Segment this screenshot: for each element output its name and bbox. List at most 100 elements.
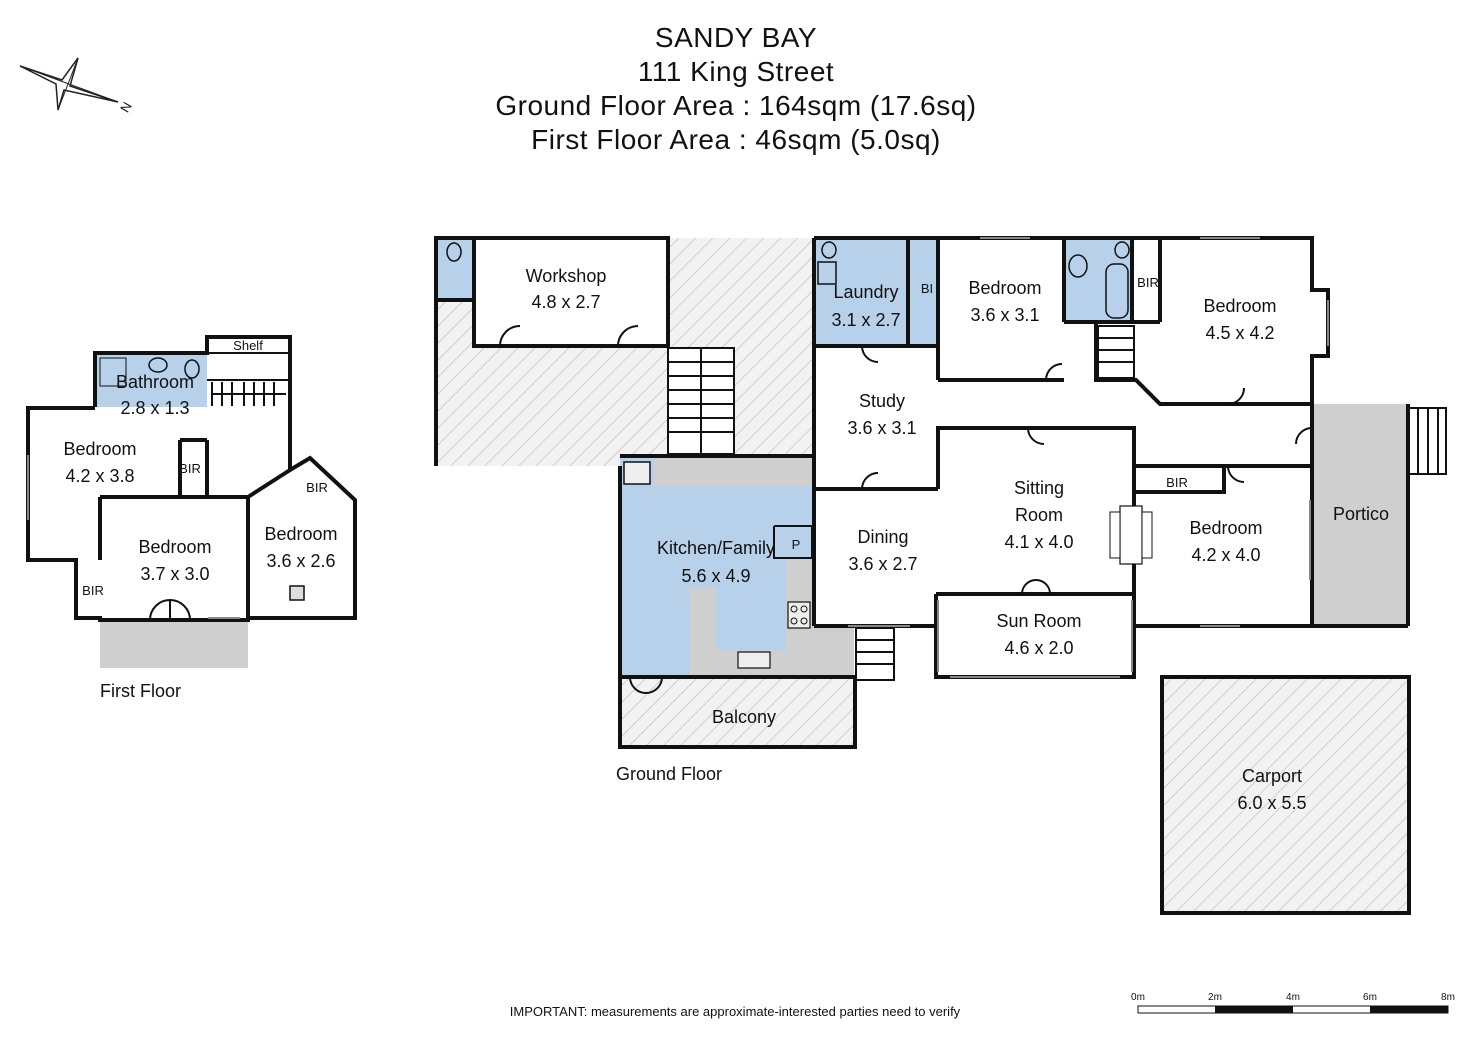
scale-tick-label: 8m [1441,992,1455,1003]
gf-bir-label: BIR [1166,475,1188,490]
disclaimer-text: measurements are approximate-interested … [587,1004,961,1019]
gf-deck-stair-side [734,348,814,456]
ff-shelf-label: Shelf [233,338,263,353]
gf-carport-area [1162,677,1409,913]
ff-bir-label: BIR [306,480,328,495]
gf-bedroom-door [1227,387,1245,405]
gf-bedroom-door [1045,363,1063,381]
gf-deck-under-workshop [474,346,668,466]
gf-bi-label: BI [921,281,933,296]
gf-landing [814,626,854,677]
gf-sitting-door [1027,427,1045,445]
ground-floor-plan: Workshop 4.8 x 2.7 Laundry 3.1 x 2.7 BI … [434,236,1447,915]
gf-dining-table-icon [1109,505,1153,565]
gf-wc-area [436,238,474,300]
gf-laundry-toilet-icon [821,241,837,259]
gf-bedroom-1-name: Bedroom [968,278,1041,298]
gf-front-door [1295,427,1313,445]
ff-french-doors [149,598,191,621]
gf-kitchen-size: 5.6 x 4.9 [681,566,750,586]
gf-bedroom-3-size: 4.2 x 4.0 [1191,545,1260,565]
gf-portico-label: Portico [1333,504,1389,524]
gf-sunroom-size: 4.6 x 2.0 [1004,638,1073,658]
gf-balcony-label: Balcony [712,707,776,727]
gf-fridge-icon [623,461,651,485]
gf-dining-name: Dining [857,527,908,547]
gf-bir-label: BIR [1137,275,1159,290]
ff-hatch-square [289,585,305,601]
gf-sunroom-doors [1021,579,1051,595]
ff-balcony-area [100,620,248,668]
ff-stairs [211,382,286,406]
gf-bedroom-door [1227,465,1245,483]
gf-sitting-size: 4.1 x 4.0 [1004,532,1073,552]
gf-pantry-label: P [792,537,801,552]
compass-icon: N [19,57,135,115]
ff-bathroom-size: 2.8 x 1.3 [120,398,189,418]
ff-bedroom-east-size: 3.6 x 2.6 [266,551,335,571]
ground-floor-area: Ground Floor Area : 164sqm (17.6sq) [495,90,977,121]
gf-bedroom-2-name: Bedroom [1203,296,1276,316]
scale-tick-label: 0m [1131,992,1145,1003]
gf-deck-north [668,238,814,348]
ff-bathroom-name: Bathroom [116,372,194,392]
gf-laundry-tub-icon [817,261,837,285]
gf-portico-stairs [1407,407,1447,475]
ff-bedroom-west-size: 4.2 x 3.8 [65,466,134,486]
ground-floor-caption: Ground Floor [616,764,722,784]
gf-balcony-walls [618,675,857,749]
gf-dining-size: 3.6 x 2.7 [848,554,917,574]
disclaimer-note: IMPORTANT: measurements are approximate-… [380,1004,1090,1019]
ff-shower-icon [99,357,127,387]
scale-tick-label: 6m [1363,992,1377,1003]
ff-bir-label: BIR [179,461,201,476]
first-floor-caption: First Floor [100,681,181,701]
gf-bath-icon [1105,263,1129,319]
gf-sink-icon [737,651,771,669]
scale-tick-label: 2m [1208,992,1222,1003]
gf-portico-area [1312,404,1408,626]
gf-carport-name: Carport [1242,766,1302,786]
gf-kitchen-name: Kitchen/Family [657,538,775,558]
gf-bedroom-3-name: Bedroom [1189,518,1262,538]
gf-bedroom-1-size: 3.6 x 3.1 [970,305,1039,325]
ff-bedroom-west-name: Bedroom [63,439,136,459]
ff-toilet-icon [184,359,200,379]
gf-rear-stairs [855,627,895,681]
gf-sitting-name: Sitting [1014,478,1064,498]
plan-suburb: SANDY BAY [654,22,818,53]
disclaimer-important-label: IMPORTANT: [509,1004,588,1019]
gf-bir-cupboard [1132,464,1226,494]
gf-laundry-door [861,345,879,363]
gf-study-name: Study [859,391,905,411]
gf-kitchen-bench-north [654,458,812,486]
ff-bedroom-centre-name: Bedroom [138,537,211,557]
gf-laundry-name: Laundry [833,282,898,302]
gf-balcony-doors [629,676,663,694]
gf-workshop-doors [499,325,639,347]
ff-basin-icon [148,357,168,373]
first-floor-area: First Floor Area : 46sqm (5.0sq) [531,124,941,155]
first-floor-plan: Shelf Bathroom 2.8 x 1.3 Bedroom 4.2 x 3… [26,335,357,701]
gf-carport-walls [1160,675,1411,915]
gf-study-door [861,472,879,490]
gf-balcony-area [620,677,855,747]
gf-internal-stairs [667,347,735,455]
gf-study-size: 3.6 x 3.1 [847,418,916,438]
gf-bedroom-2-size: 4.5 x 4.2 [1205,323,1274,343]
gf-wc-toilet-icon [446,242,462,262]
gf-ensuite-toilet-icon [1114,241,1130,259]
gf-workshop-size: 4.8 x 2.7 [531,292,600,312]
gf-ensuite-area [1064,238,1132,322]
gf-sitting-name-2: Room [1015,505,1063,525]
gf-ensuite-basin-icon [1068,254,1088,278]
gf-sunroom-name: Sun Room [996,611,1081,631]
ff-bedroom-centre-size: 3.7 x 3.0 [140,564,209,584]
gf-carport-size: 6.0 x 5.5 [1237,793,1306,813]
gf-workshop-walls [472,236,670,348]
gf-cooktop-icon [787,601,811,629]
gf-ensuite-stairs [1097,325,1135,379]
gf-laundry-size: 3.1 x 2.7 [831,310,900,330]
gf-laundry-area [814,238,938,346]
